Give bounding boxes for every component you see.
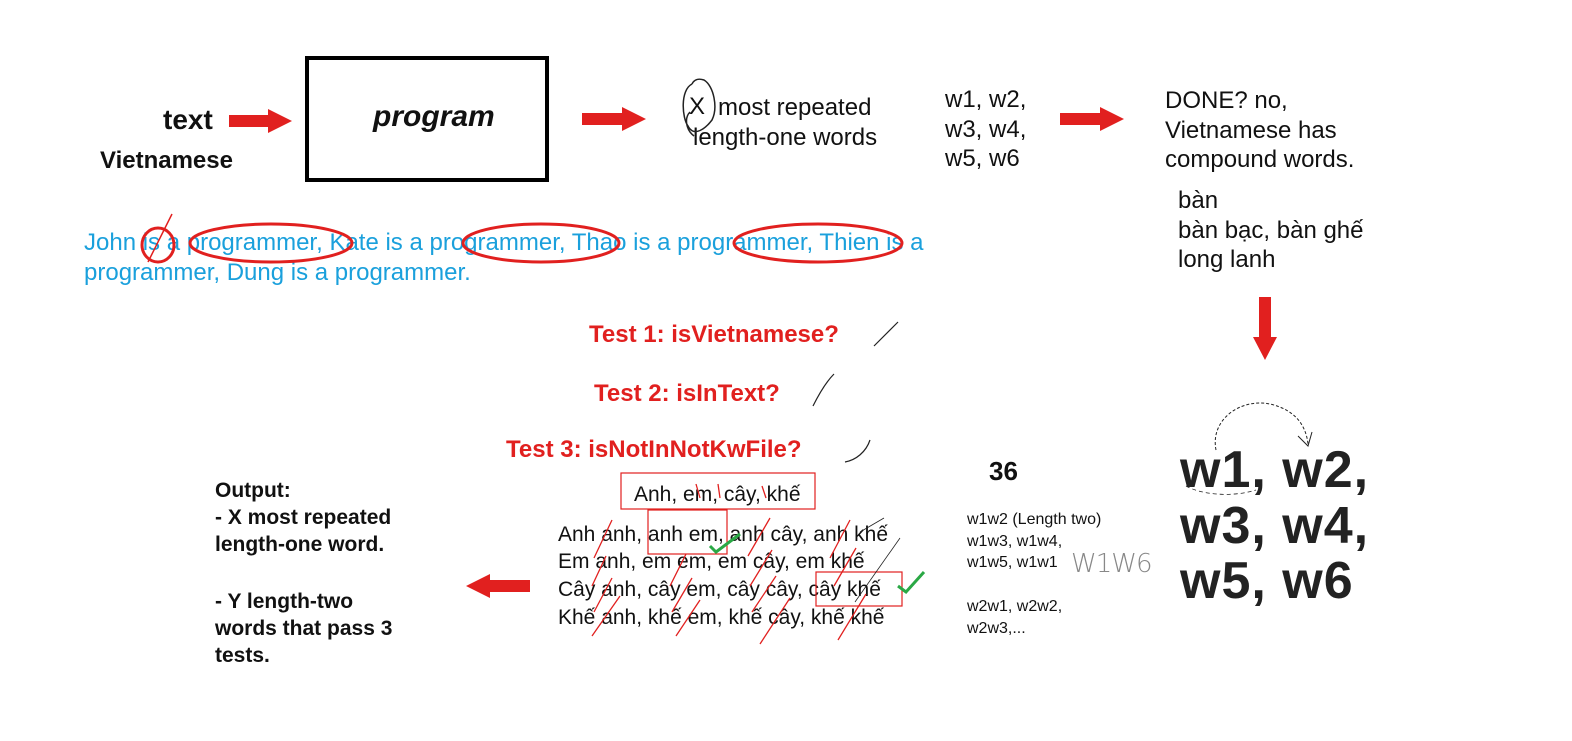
x-circle-mark bbox=[682, 78, 716, 137]
loop-arrow bbox=[1214, 402, 1309, 451]
arrow-down bbox=[1253, 297, 1277, 360]
strike-is bbox=[147, 213, 173, 263]
combo-row-1: Anh anh, anh em, anh cây, anh khế bbox=[558, 523, 889, 546]
pairs-line-3: w1w5, w1w1 bbox=[967, 554, 1058, 571]
pairs-line-2: w1w3, w1w4, bbox=[967, 533, 1063, 550]
example-word-2: bàn bạc, bàn ghế bbox=[1178, 217, 1364, 244]
check-cay-khe bbox=[897, 570, 926, 595]
strike bbox=[695, 483, 701, 499]
example-word-1: bàn bbox=[1178, 187, 1219, 214]
test-2-tick bbox=[812, 373, 835, 407]
handwritten-w1w6: W1W6 bbox=[1071, 549, 1152, 579]
arrow-program-to-result bbox=[582, 107, 646, 131]
pairs-line-5: w2w1, w2w2, bbox=[967, 598, 1063, 615]
test-2-label: Test 2: isInText? bbox=[594, 380, 780, 407]
example-word-3: long lanh bbox=[1178, 246, 1276, 273]
strike bbox=[591, 595, 621, 637]
words-small-line-3: w5, w6 bbox=[945, 145, 1020, 172]
test-3-tick bbox=[844, 439, 871, 463]
highlight-is bbox=[140, 226, 176, 264]
test-1-label: Test 1: isVietnamese? bbox=[589, 321, 839, 348]
test-3-label: Test 3: isNotInNotKwFile? bbox=[506, 436, 802, 463]
result-line-2: length-one words bbox=[693, 124, 878, 151]
strike bbox=[591, 555, 607, 587]
strike bbox=[669, 553, 687, 587]
words-small-line-1: w1, w2, bbox=[945, 86, 1027, 113]
pairs-line-6: w2w3,... bbox=[967, 620, 1026, 637]
combo-row-3: Cây anh, cây em, cây cây, cây khế bbox=[558, 578, 881, 601]
x-variable: X bbox=[689, 93, 706, 120]
strike bbox=[717, 483, 721, 499]
program-label: program bbox=[373, 100, 495, 133]
result-line-1: most repeated bbox=[718, 94, 872, 121]
output-line-1: Output: bbox=[215, 479, 291, 502]
done-line-3: compound words. bbox=[1165, 146, 1355, 173]
output-line-6: words that pass 3 bbox=[215, 617, 393, 640]
box-anh-em bbox=[647, 509, 728, 555]
strike bbox=[833, 547, 857, 587]
input-language-label: Vietnamese bbox=[100, 147, 233, 174]
combo-row-4: Khế anh, khế em, khế cây, khế khế bbox=[558, 606, 885, 629]
arrow-input-to-program bbox=[229, 109, 292, 133]
box-cay-khe bbox=[815, 571, 903, 607]
done-line-1: DONE? no, bbox=[1165, 87, 1288, 114]
words-big-line-2: w3, w4, bbox=[1180, 497, 1370, 555]
strike bbox=[837, 593, 867, 641]
output-line-5: - Y length-two bbox=[215, 590, 354, 613]
strike bbox=[671, 577, 693, 613]
strike bbox=[759, 597, 791, 645]
strike bbox=[749, 549, 773, 587]
sentence-highlights bbox=[140, 213, 904, 264]
words-small-line-2: w3, w4, bbox=[945, 116, 1027, 143]
strike bbox=[859, 517, 885, 533]
check-anh-em bbox=[708, 532, 741, 554]
output-line-3: length-one word. bbox=[215, 533, 385, 556]
combo-row-2: Em anh, em em, em cây, em khế bbox=[558, 550, 865, 573]
strike bbox=[593, 577, 613, 613]
test-tick-marks bbox=[812, 321, 899, 463]
strike bbox=[829, 519, 851, 559]
flow-arrows bbox=[229, 107, 1277, 598]
output-line-2: - X most repeated bbox=[215, 506, 392, 529]
strike bbox=[854, 537, 901, 603]
loop-arrow-head bbox=[1297, 431, 1313, 447]
highlight-programmer-2 bbox=[461, 222, 621, 264]
arrow-to-output bbox=[466, 574, 530, 598]
loop-arrow-tail bbox=[1185, 485, 1257, 495]
combo-header: Anh, em, cây, khế bbox=[634, 483, 801, 506]
done-line-2: Vietnamese has bbox=[1165, 117, 1337, 144]
pair-count: 36 bbox=[989, 456, 1018, 486]
highlight-programmer-1 bbox=[188, 222, 354, 264]
combo-strikes bbox=[591, 483, 901, 645]
arrow-words-to-done bbox=[1060, 107, 1124, 131]
strike bbox=[751, 575, 777, 613]
program-box bbox=[305, 56, 549, 182]
output-line-7: tests. bbox=[215, 644, 270, 667]
strike bbox=[675, 599, 701, 637]
words-big-line-1: w1, w2, bbox=[1180, 441, 1370, 499]
test-1-tick bbox=[873, 321, 899, 347]
input-text-label: text bbox=[163, 104, 213, 135]
words-big-line-3: w5, w6 bbox=[1180, 552, 1354, 610]
strike bbox=[593, 519, 613, 559]
example-sentence-line-1: John is a programmer, Kate is a programm… bbox=[84, 229, 924, 256]
green-checks bbox=[708, 532, 926, 595]
strike bbox=[761, 485, 767, 499]
strike bbox=[747, 517, 771, 557]
highlight-programmer-3 bbox=[732, 222, 904, 264]
pairs-line-1: w1w2 (Length two) bbox=[967, 511, 1102, 528]
example-sentence-line-2: programmer, Dung is a programmer. bbox=[84, 259, 471, 286]
combo-header-box bbox=[620, 472, 816, 510]
